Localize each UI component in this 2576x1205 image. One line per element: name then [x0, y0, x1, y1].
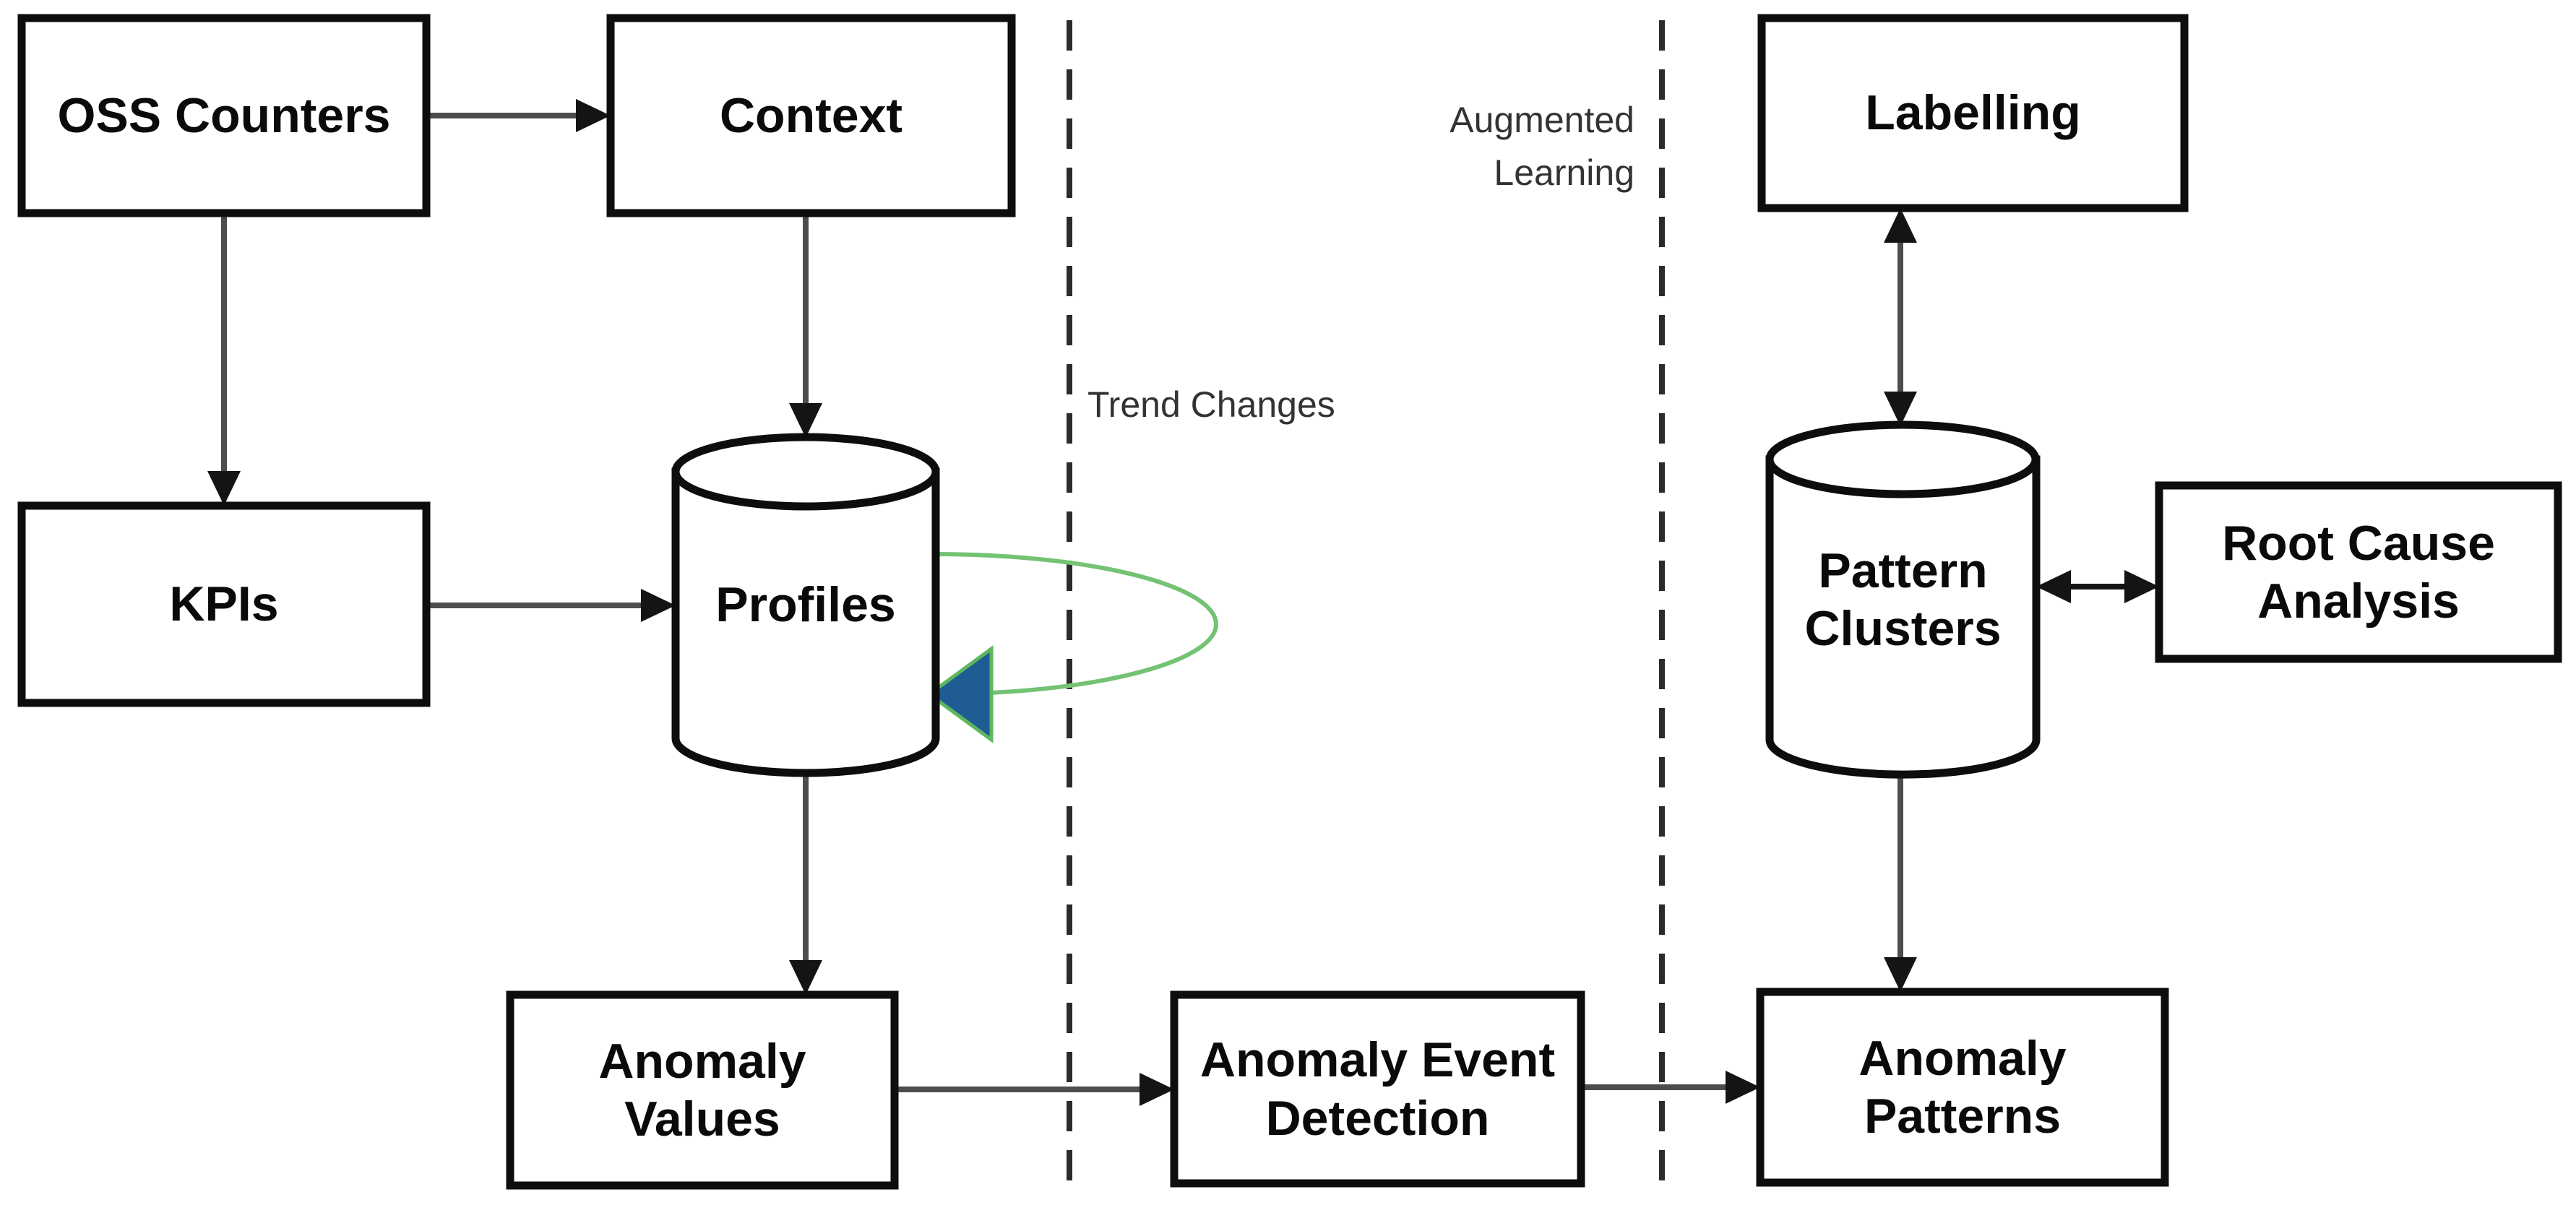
node-box-anomaly-patterns	[1756, 988, 2169, 1187]
arrowhead-to-rca-icon	[2124, 570, 2159, 603]
annotation-augmented-learning: Augmented Learning	[1373, 94, 1634, 199]
oss-counters-text: OSS Counters	[57, 87, 391, 143]
node-box-oss-counters	[17, 14, 431, 217]
anomaly-values-text: Anomaly Values	[598, 1033, 806, 1146]
node-box-root-cause-analysis	[2155, 481, 2562, 663]
kpis-text: KPIs	[169, 576, 279, 632]
node-label-profiles: Profiles	[676, 437, 936, 773]
node-box-kpis	[17, 501, 431, 707]
profiles-cylinder-body	[671, 467, 940, 777]
node-box-context	[606, 14, 1016, 217]
node-box-anomaly-event-detection	[1170, 990, 1585, 1188]
anomaly-patterns-text: Anomaly Patterns	[1858, 1030, 2067, 1144]
root-cause-analysis-text: Root Cause Analysis	[2222, 515, 2495, 629]
node-label-root-cause-analysis: Root Cause Analysis	[2159, 485, 2558, 659]
arrowhead-pattern-clusters-to-anomaly-patterns-icon	[1884, 957, 1917, 992]
arrowhead-oss-to-kpis-icon	[207, 471, 241, 506]
pattern-clusters-cylinder-body	[1765, 455, 2041, 779]
arrowhead-to-labelling-icon	[1884, 208, 1917, 243]
arrowhead-oss-to-context-icon	[576, 99, 611, 132]
annotation-trend-changes: Trend Changes	[1087, 384, 1335, 425]
node-label-pattern-clusters: Pattern Clusters	[1770, 425, 2036, 774]
profiles-self-loop-arc	[934, 552, 1218, 696]
context-text: Context	[719, 87, 903, 143]
augmented-learning-text: Augmented Learning	[1449, 100, 1634, 193]
arrowhead-anomaly-values-to-aed-icon	[1140, 1073, 1174, 1106]
profiles-text: Profiles	[715, 577, 896, 633]
arrowhead-context-to-profiles-icon	[789, 403, 822, 438]
node-label-context: Context	[611, 18, 1012, 213]
arrowhead-kpis-to-profiles-icon	[641, 589, 676, 622]
profiles-cylinder-top	[671, 433, 940, 511]
arrowhead-aed-to-anomaly-patterns-icon	[1726, 1071, 1760, 1104]
node-label-anomaly-event-detection: Anomaly Event Detection	[1174, 995, 1581, 1183]
node-cylinder-pattern-clusters	[1765, 420, 2041, 779]
pattern-clusters-cylinder-top	[1765, 420, 2040, 498]
arrowhead-to-pattern-clusters-icon	[1884, 392, 1917, 426]
node-box-anomaly-values	[506, 990, 899, 1190]
pattern-clusters-text: Pattern Clusters	[1804, 543, 2002, 656]
labelling-text: Labelling	[1865, 85, 2081, 141]
node-label-kpis: KPIs	[22, 506, 426, 703]
node-label-oss-counters: OSS Counters	[22, 18, 426, 213]
profiles-self-loop-arrowhead-icon	[926, 645, 994, 743]
arrowhead-profiles-to-anomaly-values-icon	[789, 960, 822, 995]
anomaly-event-detection-text: Anomaly Event Detection	[1199, 1032, 1556, 1146]
node-label-anomaly-values: Anomaly Values	[510, 995, 895, 1185]
node-cylinder-profiles	[671, 433, 940, 777]
arrowhead-to-pattern-clusters-left-icon	[2036, 570, 2071, 603]
node-label-anomaly-patterns: Anomaly Patterns	[1760, 992, 2165, 1183]
node-box-labelling	[1757, 14, 2189, 212]
node-label-labelling: Labelling	[1762, 18, 2184, 208]
